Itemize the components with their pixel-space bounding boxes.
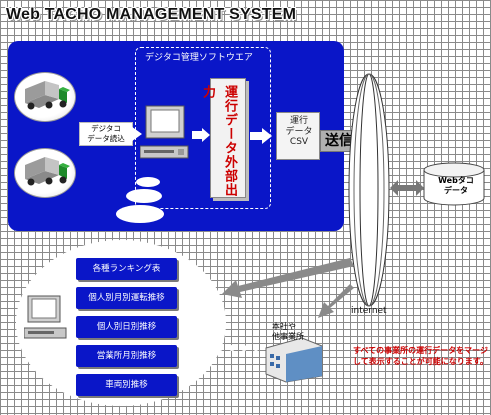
database-label: Webタコ データ <box>426 176 486 196</box>
internet-label: internet <box>351 306 387 316</box>
report-button-personal-monthly: 個人別月別運転推移 <box>76 287 177 309</box>
report-button-ranking: 各種ランキング表 <box>76 258 177 280</box>
report-button-vehicle: 車両別推移 <box>76 374 177 396</box>
computer-icon <box>24 295 67 339</box>
data-read-label: デジタコ データ読込 <box>79 122 133 146</box>
arrow-right-icon <box>192 128 210 142</box>
read-line-1: デジタコ <box>91 124 121 133</box>
double-arrow-icon <box>390 180 424 196</box>
csv-line-1: 運行 <box>289 116 308 126</box>
office-line-1: 本社や <box>272 322 296 331</box>
computer-icon <box>140 105 189 159</box>
csv-line-3: CSV <box>289 137 309 147</box>
csv-line-2: データ <box>285 126 313 137</box>
report-button-office-monthly: 営業所月別推移 <box>76 345 177 367</box>
office-line-2: 他事業所 <box>272 332 304 341</box>
csv-document: 運行 データ CSV <box>276 112 320 160</box>
office-label: 本社や 他事業所 <box>272 322 332 342</box>
arrow-right-icon <box>128 124 142 144</box>
arrow-down-left-icon <box>318 284 354 318</box>
database-icon <box>423 162 485 206</box>
note-text: すべての事業所の運行データをマージして表示することが可能になります。 <box>353 346 488 366</box>
export-box: 運行データ外部出力 <box>200 78 246 198</box>
software-title: デジタコ管理ソフトウエア <box>145 53 253 63</box>
arrow-down-left-icon <box>222 258 354 298</box>
connector-dots <box>217 345 259 351</box>
internet-cloud <box>348 73 390 307</box>
truck-oval-2 <box>14 148 76 198</box>
export-label: 運行データ外部出力 <box>200 85 237 197</box>
db-line-1: Webタコ <box>438 176 474 185</box>
thought-bubbles <box>116 177 164 223</box>
truck-icon <box>25 157 70 186</box>
office-building-icon <box>265 337 323 383</box>
read-line-2: データ読込 <box>87 134 125 143</box>
db-line-2: データ <box>444 186 468 195</box>
arrow-right-icon <box>250 128 272 144</box>
page-title: Web TACHO MANAGEMENT SYSTEM <box>6 6 297 23</box>
software-frame <box>135 47 271 209</box>
truck-icon <box>25 81 70 110</box>
truck-oval-1 <box>14 72 76 122</box>
send-label: 送信 <box>320 130 358 152</box>
report-button-personal-daily: 個人別日別推移 <box>76 316 177 338</box>
